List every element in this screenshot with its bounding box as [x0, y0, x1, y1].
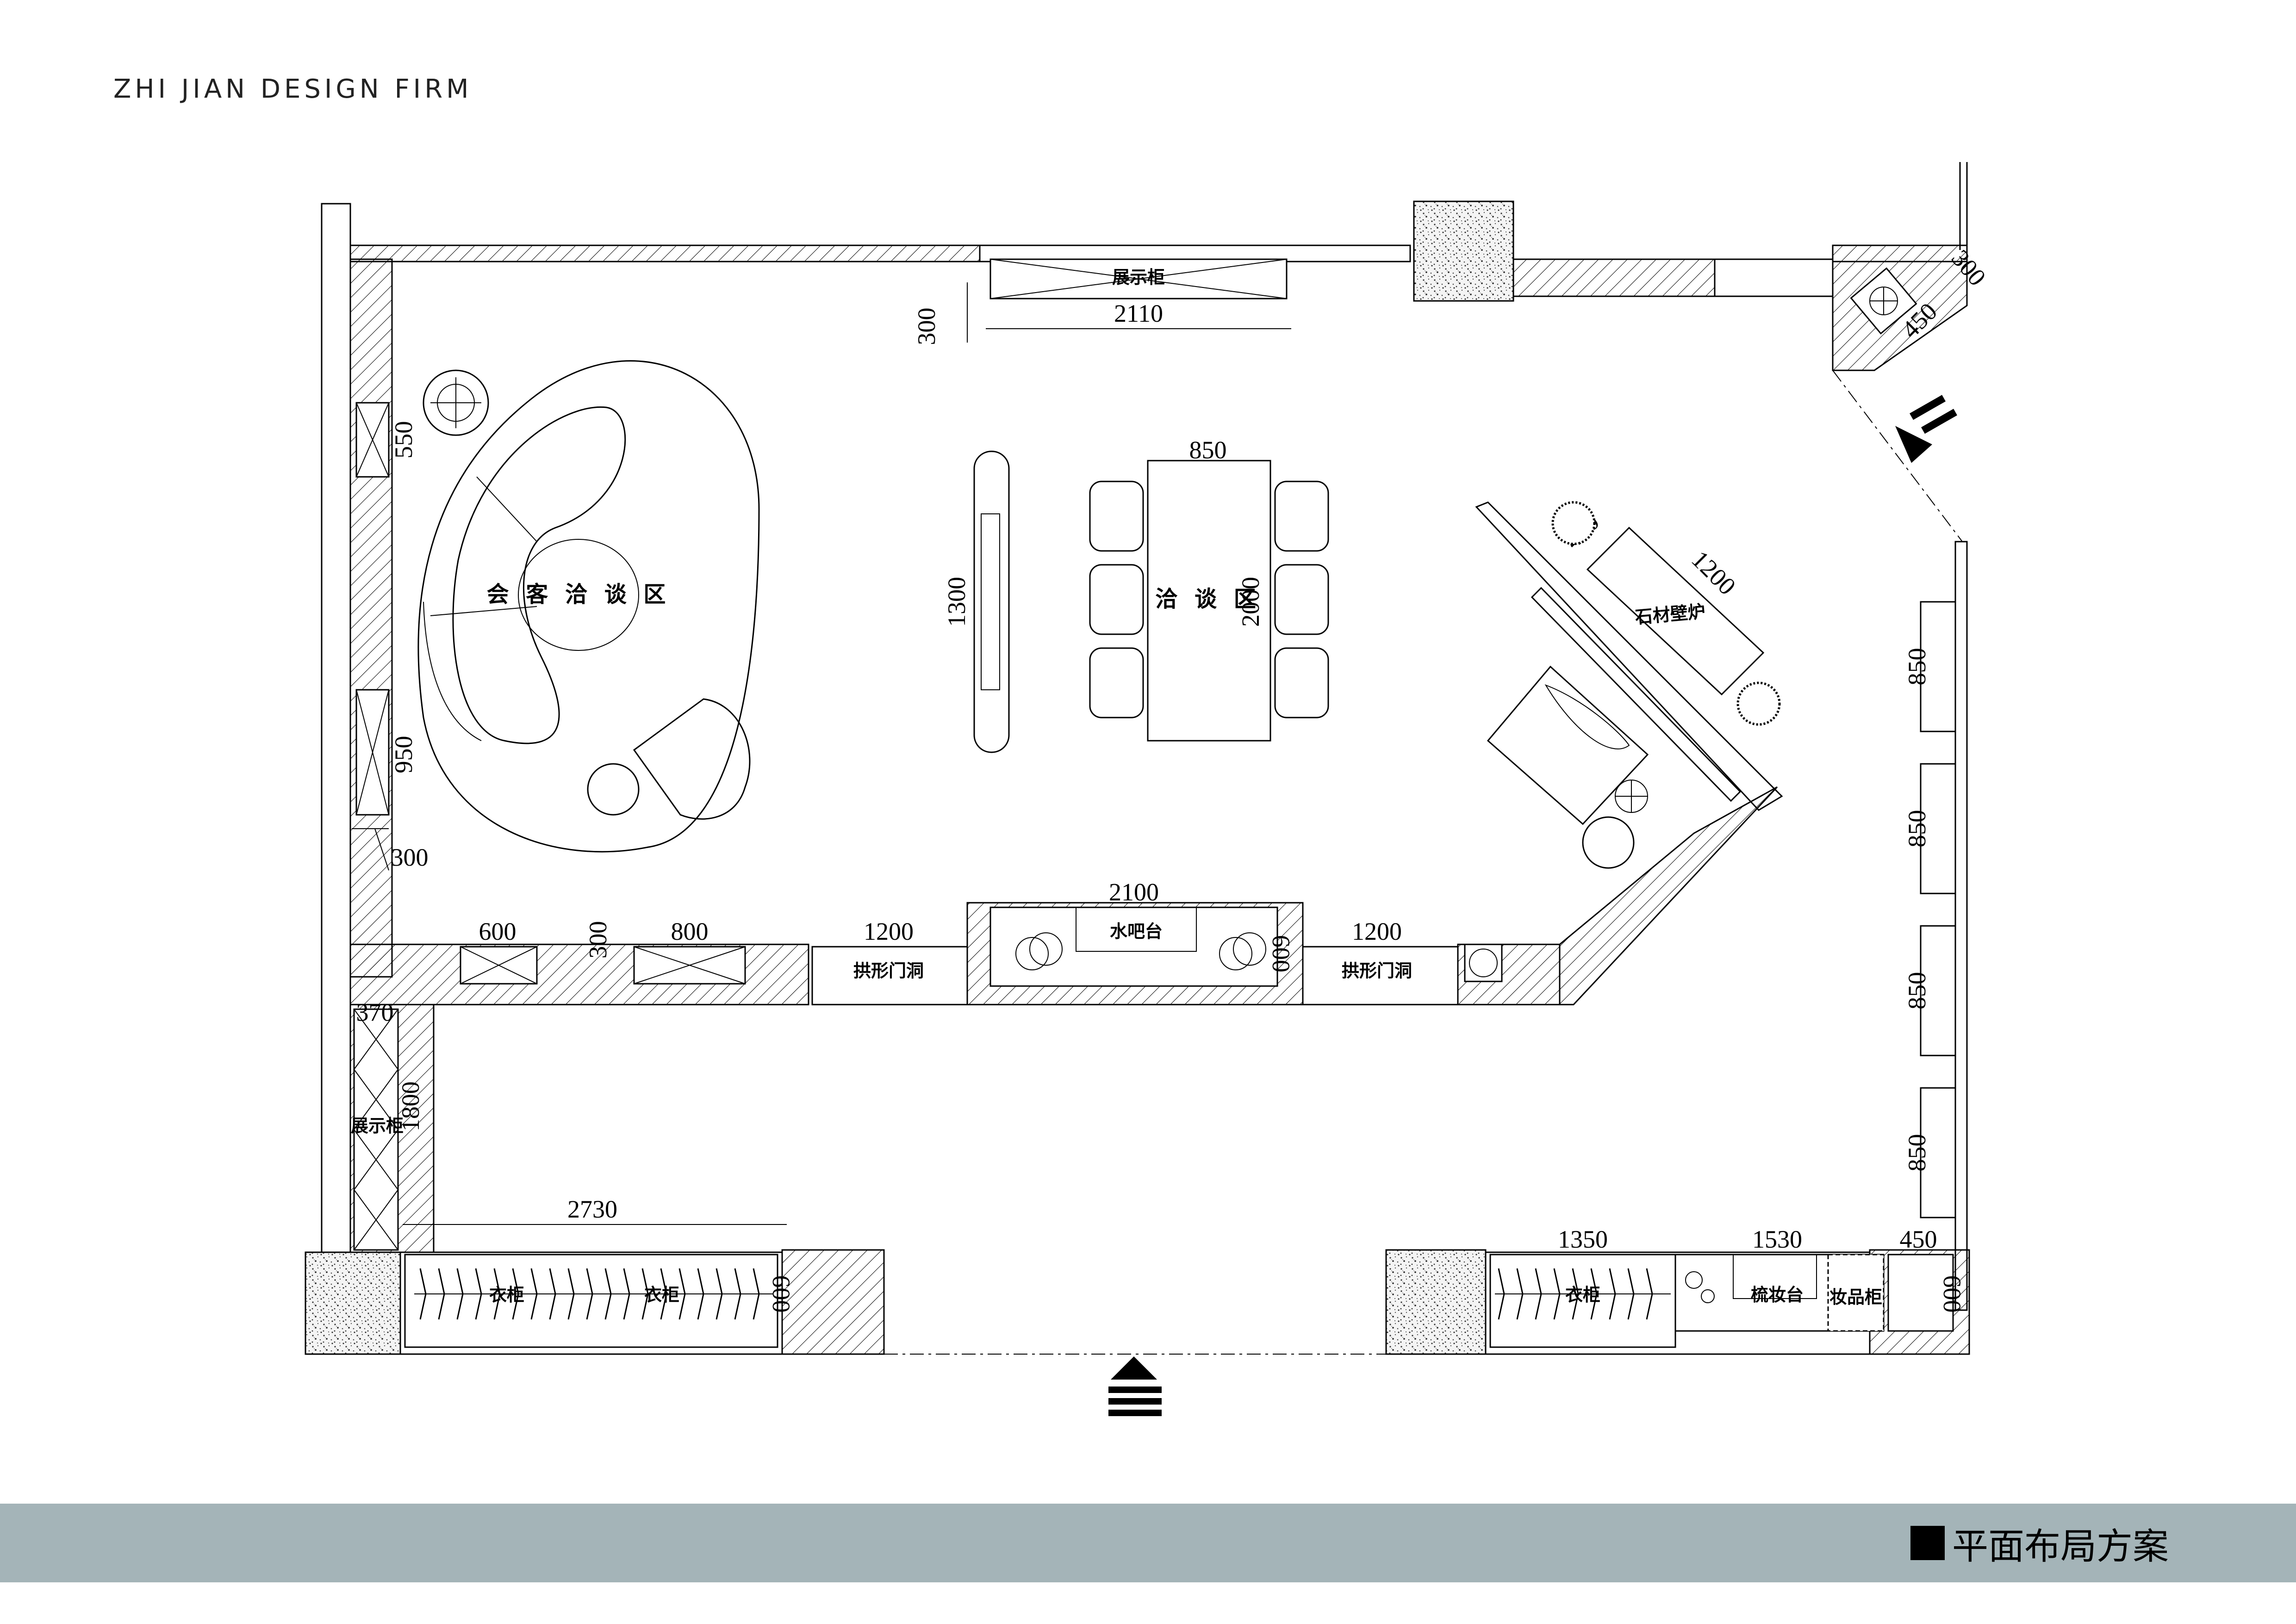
walls — [305, 162, 1970, 1355]
dim-2000: 2000 — [1237, 577, 1264, 627]
hanger-mark — [1553, 1268, 1561, 1320]
fireplace-label: 石材壁炉 — [1634, 601, 1706, 628]
bottom-right-column — [1385, 1249, 1487, 1355]
hanger-mark — [493, 1268, 501, 1320]
hanger-mark — [567, 1268, 575, 1320]
mid-wall-diagonal — [1559, 786, 1778, 1006]
right-niches: 850 850 850 850 — [1903, 601, 1956, 1218]
hanger-mark — [1627, 1268, 1635, 1320]
hanger-mark — [1572, 1268, 1579, 1320]
dim-1350: 1350 — [1558, 1225, 1608, 1253]
dim-550: 550 — [390, 421, 417, 459]
middle-wall-features: 600 800 300 1200 拱形门洞 1200 拱形门洞 水吧台 2100… — [460, 878, 1503, 1006]
lounge-label: 会 客 洽 谈 区 — [487, 581, 671, 607]
hanger-mark — [1535, 1268, 1542, 1320]
dim-950: 950 — [390, 736, 417, 774]
bottom-left-wall-stub — [781, 1249, 885, 1355]
hanger-mark — [1609, 1268, 1616, 1320]
dim-2110: 2110 — [1114, 300, 1163, 327]
hanger-mark — [549, 1268, 556, 1320]
dim-300-top: 300 — [913, 308, 940, 345]
wardrobe-2-label: 衣柜 — [644, 1285, 679, 1305]
dim-2730: 2730 — [567, 1195, 617, 1223]
hanger-mark — [641, 1268, 649, 1320]
bottom-right-wardrobe: 1350 衣柜 梳妆台 1530 妆品柜 450 600 — [1489, 1225, 1966, 1348]
hanger-mark — [678, 1268, 686, 1320]
dim-850-table: 850 — [1189, 436, 1227, 464]
top-wall-right — [1512, 258, 1716, 297]
hanger-mark — [419, 1268, 427, 1320]
display-cabinet-left: 展示柜 370 1800 — [351, 999, 424, 1251]
hanger-mark — [623, 1268, 630, 1320]
firm-name: ZHI JIAN DESIGN FIRM — [113, 74, 473, 104]
dim-450-b: 450 — [1900, 1225, 1937, 1253]
dim-850-r2: 850 — [1903, 810, 1931, 848]
dim-1200-b: 1200 — [1352, 918, 1402, 945]
lounge-area: 会 客 洽 谈 区 550 950 300 — [352, 360, 760, 871]
dim-300-mid: 300 — [584, 921, 612, 959]
hanger-mark — [475, 1268, 482, 1320]
display-cabinet-top: 展示柜 2110 300 — [913, 258, 1291, 345]
dim-1800: 1800 — [397, 1081, 424, 1131]
hanger-mark — [716, 1268, 723, 1320]
display-cabinet-left-label: 展示柜 — [351, 1116, 404, 1136]
footer-title: 平面布局方案 — [1952, 1526, 2169, 1568]
dim-600-w: 600 — [767, 1275, 795, 1313]
hanger-mark — [530, 1268, 538, 1320]
hanger-mark — [586, 1268, 593, 1320]
footer-square-icon — [1910, 1526, 1945, 1560]
hanger-mark — [512, 1268, 519, 1320]
top-wall-window-right — [1714, 258, 1834, 297]
dim-850-r4: 850 — [1903, 1134, 1931, 1172]
hanger-mark — [1498, 1268, 1505, 1320]
dresser-label: 梳妆台 — [1751, 1285, 1804, 1305]
dim-850-r3: 850 — [1903, 972, 1931, 1010]
hanger-mark — [697, 1268, 704, 1320]
dim-600-bar: 600 — [1267, 935, 1295, 973]
cosmetic-cabinet-label: 妆品柜 — [1829, 1287, 1882, 1307]
hanger-marks — [419, 1268, 1653, 1320]
hanger-mark — [734, 1268, 741, 1320]
hanger-mark — [660, 1268, 667, 1320]
dim-1530: 1530 — [1752, 1225, 1802, 1253]
arch-left-label: 拱形门洞 — [853, 961, 924, 981]
dim-850-r1: 850 — [1903, 648, 1931, 686]
hanger-mark — [1646, 1268, 1653, 1320]
water-bar-label: 水吧台 — [1110, 921, 1163, 942]
dim-1200-a: 1200 — [864, 918, 914, 945]
arch-right-label: 拱形门洞 — [1342, 961, 1412, 981]
bottom-left-wardrobe: 2730 衣柜 衣柜 600 — [403, 1195, 795, 1348]
top-wall-left — [349, 244, 981, 262]
hanger-mark — [753, 1268, 760, 1320]
dim-300-left: 300 — [391, 843, 429, 871]
bottom-left-column — [305, 1251, 401, 1355]
dim-600-a: 600 — [479, 918, 516, 945]
dim-370: 370 — [356, 999, 394, 1026]
dim-2100: 2100 — [1109, 878, 1159, 906]
dim-1200-fire: 1200 — [1686, 545, 1741, 600]
hanger-mark — [604, 1268, 612, 1320]
wardrobe-1-label: 衣柜 — [489, 1285, 524, 1305]
entry-arrow-right — [1895, 395, 1957, 463]
top-wall-corner — [1832, 244, 1968, 262]
hanger-mark — [438, 1268, 445, 1320]
left-inner-wall — [349, 258, 393, 978]
dim-600-b: 600 — [1938, 1275, 1966, 1313]
top-stone-column — [1413, 200, 1514, 302]
dim-800: 800 — [671, 918, 709, 945]
talk-label: 洽 谈 区 — [1155, 586, 1260, 612]
dim-1300: 1300 — [943, 577, 971, 627]
hanger-mark — [1590, 1268, 1598, 1320]
hanger-mark — [1516, 1268, 1524, 1320]
hanger-mark — [456, 1268, 464, 1320]
footer-band — [0, 1504, 2296, 1582]
right-outer-wall — [1954, 541, 1968, 1311]
talk-area: 1300 850 洽 谈 区 2000 — [943, 436, 1329, 753]
entry-arrow-bottom — [1108, 1356, 1162, 1416]
display-cabinet-top-label: 展示柜 — [1112, 267, 1165, 287]
left-outer-wall — [321, 203, 351, 1260]
